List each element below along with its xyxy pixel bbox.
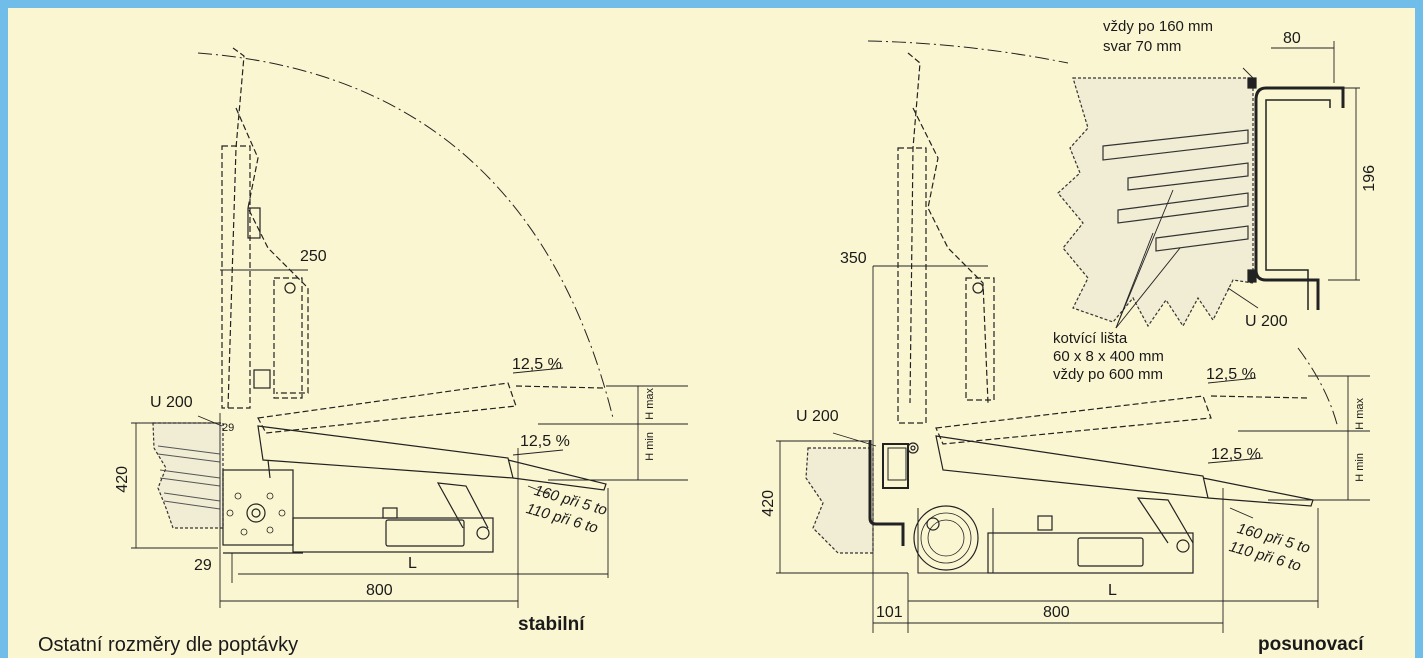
- right-caption: posunovací: [1258, 634, 1364, 655]
- left-dim-420: 420: [114, 466, 131, 493]
- left-slope-bottom: 12,5 %: [520, 433, 570, 450]
- left-platform-lowered: [257, 425, 514, 479]
- left-slope-top: 12,5 %: [512, 356, 562, 373]
- left-dim-29-detail: 29: [222, 422, 235, 434]
- anchor-note-line2: 60 x 8 x 400 mm: [1053, 348, 1164, 365]
- detail-u-profile: [1254, 86, 1345, 310]
- weld-note-line1: vždy po 160 mm: [1103, 18, 1214, 35]
- right-dim-101: 101: [876, 604, 903, 621]
- right-dim-800: 800: [1043, 604, 1070, 621]
- right-h-min: H min: [1354, 453, 1366, 482]
- left-ramp-drawing: [131, 47, 688, 608]
- right-wheel: [913, 505, 979, 571]
- right-cylinder: [897, 147, 927, 424]
- right-platform-raised: [935, 395, 1212, 445]
- left-cylinder: [221, 145, 251, 409]
- left-caption: stabilní: [518, 614, 585, 635]
- left-dim-L: L: [408, 555, 417, 572]
- drawing-sheet: 250 U 200 29 12,5 % 12,5 % H max H min 4…: [8, 8, 1415, 658]
- left-dim-29: 29: [194, 557, 212, 574]
- right-ramp-drawing: [776, 40, 1370, 633]
- left-concrete-block: [152, 422, 224, 529]
- left-dim-800: 800: [366, 582, 393, 599]
- right-dim-196: 196: [1361, 165, 1378, 192]
- right-dim-350: 350: [840, 250, 867, 267]
- right-u200-label: U 200: [796, 408, 839, 425]
- right-dim-80: 80: [1283, 30, 1301, 47]
- right-dim-L: L: [1108, 582, 1117, 599]
- detail-concrete: [1057, 77, 1254, 328]
- weld-note-line2: svar 70 mm: [1103, 38, 1182, 55]
- left-platform-raised: [257, 382, 517, 434]
- left-h-min: H min: [644, 432, 656, 461]
- right-slope-top: 12,5 %: [1206, 366, 1256, 383]
- anchor-note-line1: kotvící lišta: [1053, 330, 1128, 347]
- right-swing-arc: [867, 40, 1069, 64]
- right-platform-lowered: [935, 435, 1209, 499]
- left-dim-250: 250: [300, 248, 327, 265]
- technical-drawing: [131, 40, 1370, 633]
- left-base-frame: [222, 469, 294, 546]
- right-u-channel: [868, 440, 905, 546]
- right-dim-420: 420: [760, 490, 777, 517]
- right-slope-bottom: 12,5 %: [1211, 446, 1261, 463]
- anchor-bars: [1102, 129, 1249, 252]
- left-u200-label: U 200: [150, 394, 193, 411]
- left-upright-lip: [227, 47, 245, 409]
- right-h-max: H max: [1354, 398, 1366, 430]
- footer-note: Ostatní rozměry dle poptávky: [38, 634, 299, 656]
- right-u200-detail: U 200: [1245, 313, 1288, 330]
- left-swing-arc: [197, 52, 614, 419]
- anchor-note-line3: vždy po 600 mm: [1053, 366, 1164, 383]
- left-h-max: H max: [644, 388, 656, 420]
